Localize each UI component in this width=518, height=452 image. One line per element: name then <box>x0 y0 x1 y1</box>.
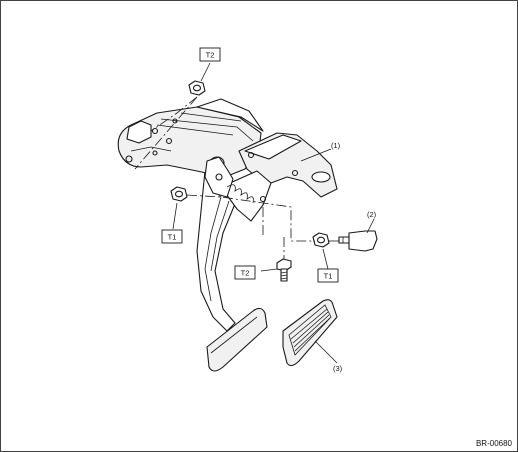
svg-text:T1: T1 <box>168 233 177 242</box>
nut-t2-top <box>188 80 206 96</box>
callout-2: (2) <box>367 210 377 219</box>
nut-t1-right <box>312 232 330 248</box>
svg-text:T1: T1 <box>324 272 333 281</box>
figure-code: BR-00680 <box>476 439 513 448</box>
torque-label-t1-left: T1 <box>161 229 183 244</box>
callout-3: (3) <box>333 364 343 373</box>
svg-text:T2: T2 <box>206 51 215 60</box>
torque-label-t2-bottom: T2 <box>234 265 256 280</box>
torque-label-t2-top: T2 <box>199 47 221 62</box>
leader-lines <box>172 62 375 364</box>
nut-t1-left <box>170 186 188 202</box>
pedal-pad-installed <box>206 307 268 372</box>
installation-lines <box>134 96 339 259</box>
stop-light-switch-2 <box>338 230 378 252</box>
torque-label-t1-right: T1 <box>317 268 339 283</box>
callout-1: (1) <box>331 141 341 150</box>
pedal-bracket <box>117 98 338 222</box>
bolt-t2-bottom <box>276 258 292 282</box>
pedal-pad-cover-3 <box>282 299 338 367</box>
svg-text:T2: T2 <box>241 269 250 278</box>
